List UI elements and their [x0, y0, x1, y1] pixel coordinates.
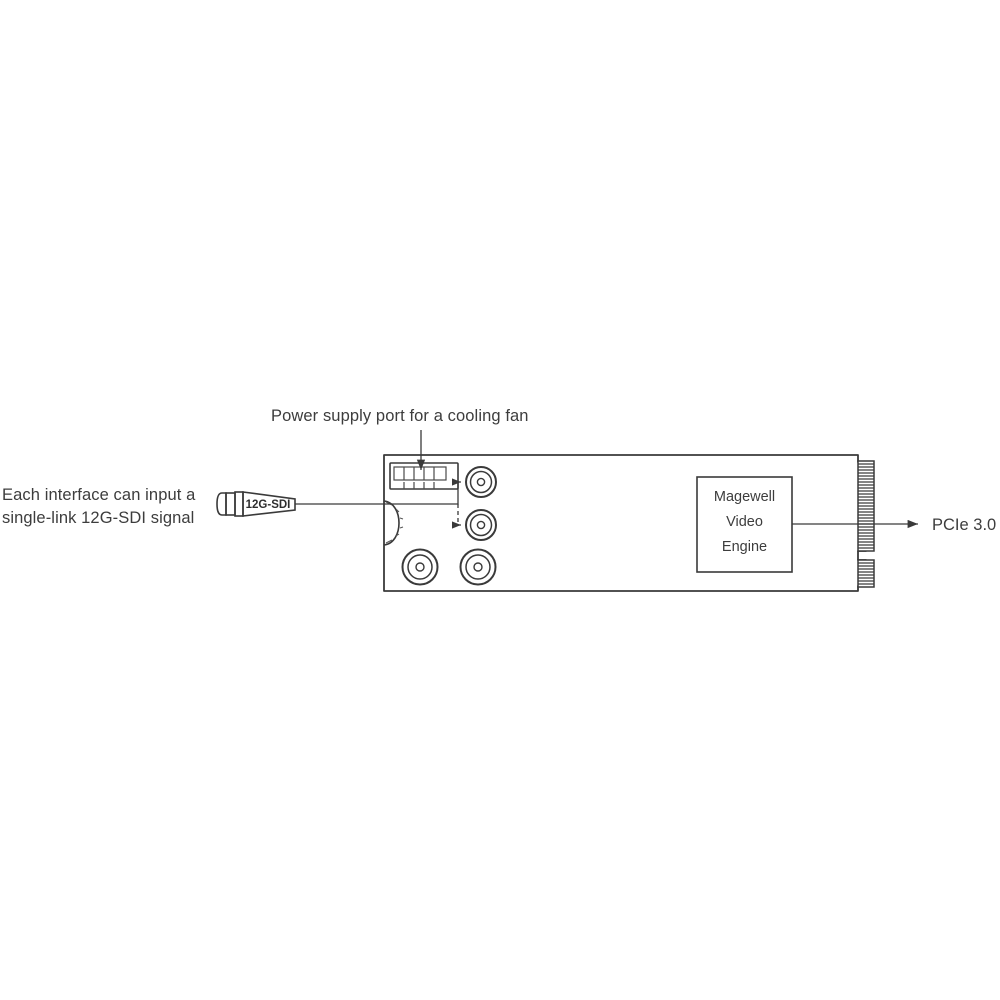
chip-label-line2: Video — [726, 514, 763, 530]
pcie-gold-fingers — [857, 460, 875, 588]
board-outline-group — [383, 454, 867, 592]
magewell-video-engine-chip: Magewell Video Engine — [696, 476, 793, 573]
sdi-internal-branch-leader — [384, 478, 461, 529]
pcie-upper-contacts — [858, 463, 874, 549]
notch-arc — [383, 500, 400, 546]
bnc-4-center-pin — [473, 562, 483, 572]
semicircular-mounting-notch — [383, 500, 404, 546]
notch-tick-3 — [399, 517, 404, 520]
fan-port-label: Power supply port for a cooling fan — [271, 407, 529, 425]
fan-power-header — [389, 462, 459, 490]
sdi-input-label-line1: Each interface can input a — [2, 486, 196, 504]
bnc-plug-ring-1 — [225, 492, 236, 516]
bnc-connector-3 — [401, 548, 439, 586]
bnc-3-center-pin — [415, 562, 425, 572]
bnc-plug-cap — [216, 492, 227, 516]
bnc-connector-4 — [459, 548, 497, 586]
annotation-pcie: PCIe 3.0 — [792, 516, 996, 534]
notch-tick-4 — [399, 526, 404, 529]
pcie-label: PCIe 3.0 — [932, 516, 996, 534]
bnc-2-center-pin — [476, 520, 486, 530]
notch-tick-5 — [395, 533, 400, 537]
chip-label-line1: Magewell — [714, 489, 775, 505]
notch-tick-2 — [395, 508, 400, 513]
bnc-plug-label: 12G-SDI — [246, 499, 291, 511]
notch-tick-6 — [385, 539, 393, 544]
sdi-branch-solid — [384, 478, 461, 505]
sdi-branch-dashed — [451, 504, 461, 529]
sdi-input-label-line2: single-link 12G-SDI signal — [2, 509, 194, 527]
bnc-connector-1 — [465, 466, 497, 498]
pcie-lower-contacts — [858, 562, 874, 585]
annotation-sdi-input: Each interface can input a single-link 1… — [2, 486, 384, 527]
pcie-lower-block — [857, 559, 875, 588]
bnc-plug-ring-2 — [234, 491, 244, 517]
annotation-fan-port: Power supply port for a cooling fan — [271, 407, 529, 470]
chip-label-line3: Engine — [722, 539, 767, 555]
bnc-connector-2 — [465, 509, 497, 541]
bnc-plug-body-taper — [242, 491, 296, 517]
bnc-plug-icon: 12G-SDI — [216, 491, 296, 517]
board-outline — [383, 454, 867, 592]
bnc-1-center-pin — [476, 477, 486, 487]
